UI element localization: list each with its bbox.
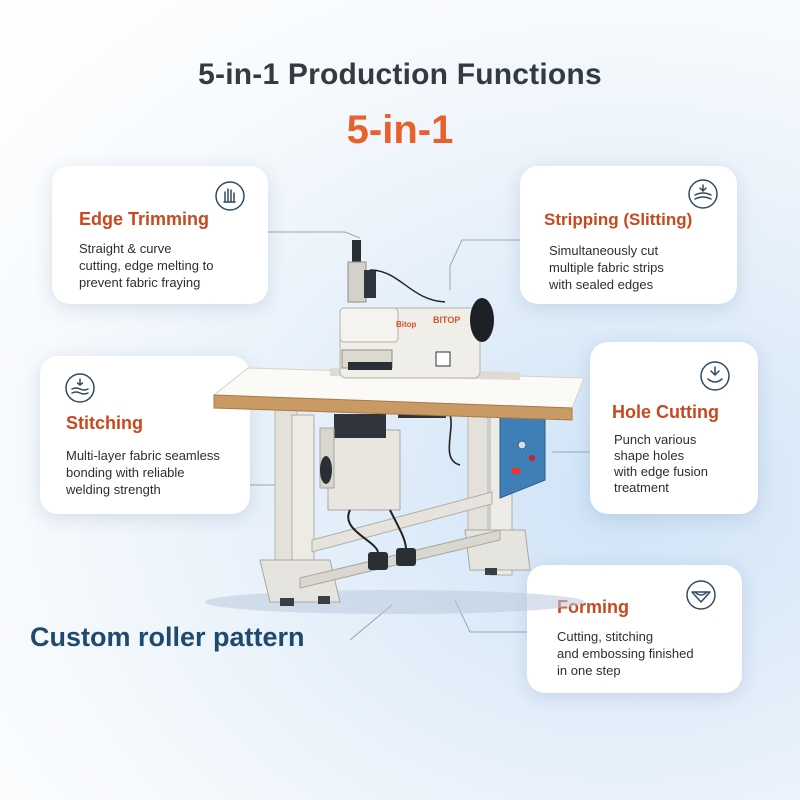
card-forming: Forming Cutting, stitching and embossing…	[527, 565, 742, 693]
card-line: Simultaneously cut	[549, 243, 659, 258]
custom-roller-pattern-label: Custom roller pattern	[30, 622, 305, 652]
card-stripping: Stripping (Slitting) Simultaneously cut …	[520, 166, 737, 304]
card-stitching: Stitching Multi-layer fabric seamless bo…	[40, 356, 250, 514]
machine-brand-small: Bitop	[396, 320, 417, 329]
card-line: treatment	[614, 480, 669, 495]
page-title: 5-in-1 Production Functions	[198, 58, 602, 91]
card-line: bonding with reliable	[66, 465, 185, 480]
card-hole-cutting: Hole Cutting Punch various shape holes w…	[590, 342, 758, 514]
card-line: prevent fabric fraying	[79, 275, 201, 290]
connector-edge-trimming	[268, 231, 361, 239]
hand-scissors-icon	[214, 180, 246, 212]
card-line: with sealed edges	[549, 277, 654, 292]
card-line: and embossing finished	[557, 646, 694, 661]
card-line: Straight & curve	[79, 241, 172, 256]
card-edge-trimming: Edge Trimming Straight & curve cutting, …	[52, 166, 268, 304]
page-subtitle: 5-in-1	[346, 108, 454, 152]
card-title: Edge Trimming	[79, 209, 210, 229]
card-line: shape holes	[614, 448, 685, 463]
card-line: multiple fabric strips	[549, 260, 664, 275]
connector-stripping	[449, 239, 520, 290]
card-line: with edge fusion	[614, 464, 708, 479]
card-title: Hole Cutting	[612, 402, 719, 422]
card-title: Stripping (Slitting)	[544, 210, 693, 229]
card-line: in one step	[557, 663, 621, 678]
machine-brand: BITOP	[433, 315, 460, 325]
card-title: Stitching	[66, 413, 143, 433]
ultrasonic-sewing-machine: Bitop BITOP	[205, 240, 585, 614]
fabric-layers-icon	[687, 178, 719, 210]
card-line: Multi-layer fabric seamless	[66, 448, 220, 463]
card-line: Cutting, stitching	[557, 629, 654, 644]
forming-icon	[685, 579, 717, 611]
bonding-waves-icon	[64, 372, 96, 404]
card-line: cutting, edge melting to	[79, 258, 214, 273]
card-line: Punch various	[614, 432, 697, 447]
punch-icon	[699, 360, 731, 392]
card-line: welding strength	[66, 482, 161, 497]
